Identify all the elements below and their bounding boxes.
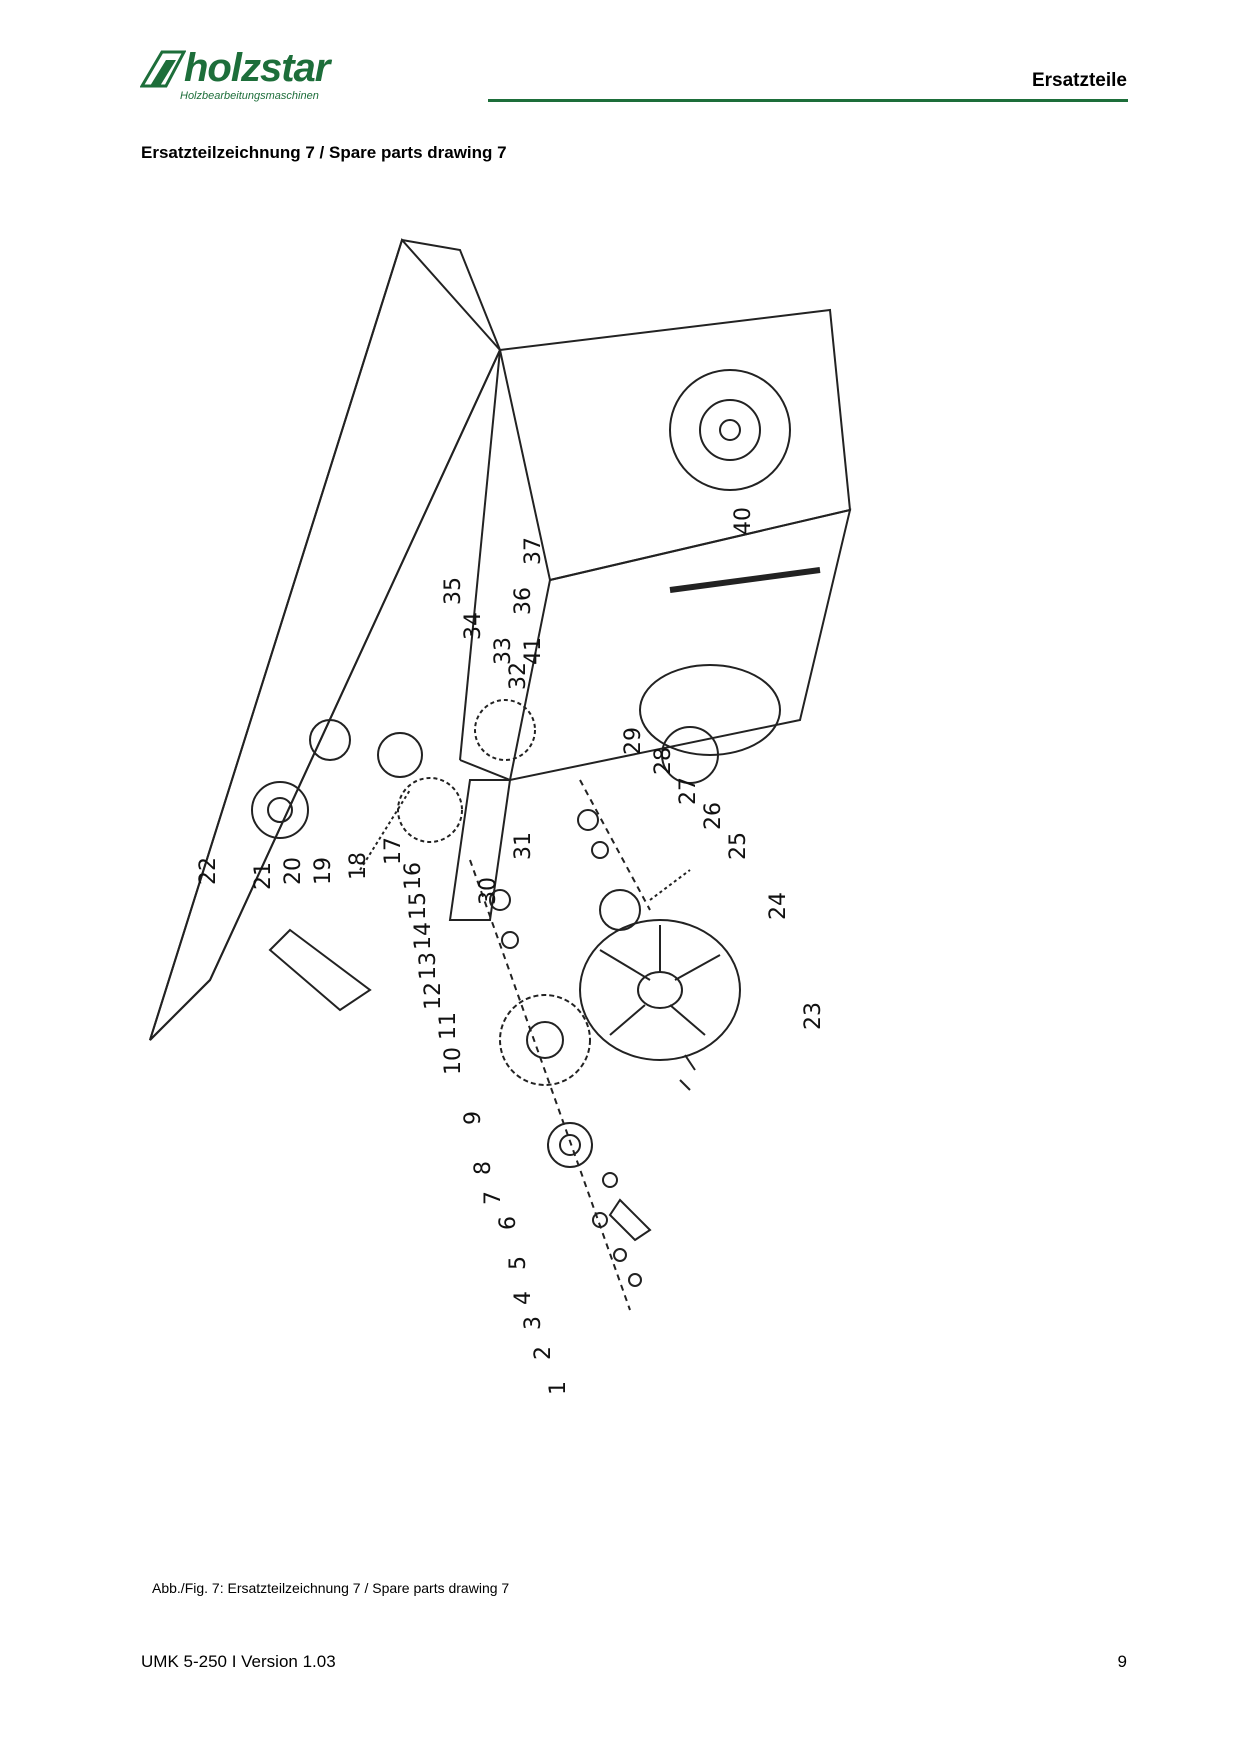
part-number-30: 30 — [476, 877, 501, 905]
frame-side — [508, 508, 852, 782]
part-number-34: 34 — [461, 612, 486, 640]
part-number-6: 6 — [496, 1216, 521, 1230]
section-title: Ersatzteile — [1031, 70, 1127, 91]
part-number-26: 26 — [701, 802, 726, 830]
part-number-11: 11 — [436, 1012, 461, 1040]
logo-wordmark: holzstar — [184, 46, 330, 90]
footer-document-version: UMK 5-250 I Version 1.03 — [141, 1652, 336, 1671]
motor — [639, 664, 781, 756]
part-number-20: 20 — [281, 857, 306, 885]
part-number-28: 28 — [651, 747, 676, 775]
part-number-22: 22 — [196, 857, 221, 885]
part-number-31: 31 — [511, 832, 536, 860]
part-number-40: 40 — [731, 507, 756, 535]
part-number-41: 41 — [521, 637, 546, 665]
part-number-7: 7 — [481, 1191, 506, 1205]
part-number-37: 37 — [521, 537, 546, 565]
logo-mark-icon — [140, 50, 186, 88]
holzstar-logo: holzstar Holzbearbeitungsmaschinen — [140, 46, 420, 106]
part-number-15: 15 — [406, 892, 431, 920]
part-number-35: 35 — [441, 577, 466, 605]
part-number-16: 16 — [401, 862, 426, 890]
part-number-10: 10 — [441, 1047, 466, 1075]
part-number-5: 5 — [506, 1256, 531, 1270]
part-number-18: 18 — [346, 852, 371, 880]
part-number-9: 9 — [461, 1111, 486, 1125]
page-header: holzstar Holzbearbeitungsmaschinen Ersat… — [0, 0, 1240, 110]
part-number-21: 21 — [251, 862, 276, 890]
part-number-12: 12 — [421, 982, 446, 1010]
logo-subtitle: Holzbearbeitungsmaschinen — [180, 90, 319, 102]
figure-caption: Abb./Fig. 7: Ersatzteilzeichnung 7 / Spa… — [152, 1580, 510, 1596]
frame-top — [498, 308, 852, 582]
pulley-24 — [579, 919, 741, 1061]
bearing-8 — [547, 1122, 593, 1168]
handwheel — [669, 369, 791, 491]
part-number-36: 36 — [511, 587, 536, 615]
part-number-25: 25 — [726, 832, 751, 860]
part-number-32: 32 — [506, 662, 531, 690]
part-number-23: 23 — [801, 1002, 826, 1030]
sprocket-11 — [499, 994, 591, 1086]
part-number-17: 17 — [381, 837, 406, 865]
part-number-8: 8 — [471, 1161, 496, 1175]
part-number-1: 1 — [546, 1381, 571, 1395]
part-number-4: 4 — [511, 1291, 536, 1305]
part-number-27: 27 — [676, 777, 701, 805]
part-number-13: 13 — [416, 952, 441, 980]
page-title: Ersatzteilzeichnung 7 / Spare parts draw… — [141, 143, 507, 162]
part-number-2: 2 — [531, 1346, 556, 1360]
part-number-19: 19 — [311, 857, 336, 885]
part-number-29: 29 — [621, 727, 646, 755]
header-divider — [488, 99, 1128, 102]
part-number-14: 14 — [411, 922, 436, 950]
table-top-outline — [149, 238, 502, 1041]
part-number-24: 24 — [766, 892, 791, 920]
footer-page-number: 9 — [1117, 1652, 1127, 1671]
part-number-3: 3 — [521, 1316, 546, 1330]
part-number-33: 33 — [491, 637, 516, 665]
parts-drawing-svg: 1234567891011121314151617181920212223242… — [149, 238, 852, 1395]
